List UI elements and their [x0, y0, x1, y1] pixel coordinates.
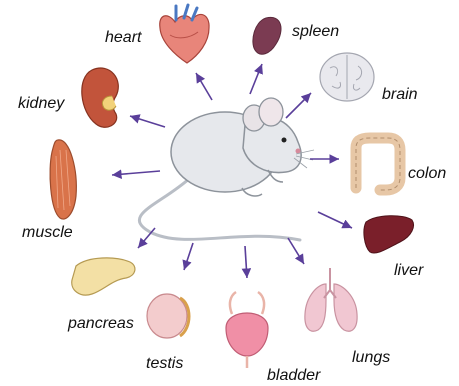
bladder-icon	[226, 313, 268, 356]
lungs-label: lungs	[352, 349, 390, 366]
muscle-organ	[50, 140, 76, 219]
mouse-ear-front	[259, 98, 283, 126]
spleen-organ	[253, 17, 281, 54]
muscle-label: muscle	[22, 224, 73, 241]
arrow-kidney	[130, 116, 165, 127]
brain-organ	[320, 53, 374, 101]
mouse-illustration	[139, 98, 314, 240]
lungs-organ	[305, 268, 357, 331]
arrow-brain	[286, 93, 311, 118]
pancreas-icon	[72, 258, 135, 295]
bladder-organ	[226, 292, 268, 368]
mouse-eye	[282, 138, 287, 143]
kidney-organ	[82, 68, 118, 127]
mouse-nose	[296, 149, 301, 154]
arrow-bladder	[245, 246, 247, 278]
brain-label: brain	[382, 86, 418, 103]
spleen-label: spleen	[292, 23, 339, 40]
liver-organ	[364, 216, 414, 253]
arrow-muscle	[112, 171, 160, 175]
testis-icon	[147, 294, 187, 338]
heart-label: heart	[105, 29, 142, 46]
pancreas-organ	[72, 258, 135, 295]
colon-label: colon	[408, 165, 446, 182]
liver-icon	[364, 216, 414, 253]
colon-icon	[356, 138, 400, 190]
arrow-testis	[184, 243, 193, 270]
testis-organ	[147, 294, 189, 338]
liver-label: liver	[394, 262, 424, 279]
arrow-liver	[318, 212, 352, 228]
arrow-heart	[196, 73, 212, 100]
pancreas-label: pancreas	[67, 315, 134, 332]
heart-icon	[160, 14, 209, 63]
testis-label: testis	[146, 355, 183, 372]
colon-organ	[356, 138, 400, 190]
kidney-label: kidney	[18, 95, 65, 112]
arrow-spleen	[250, 64, 262, 94]
spleen-icon	[253, 17, 281, 54]
bladder-label: bladder	[267, 367, 321, 384]
arrow-lungs	[288, 238, 304, 264]
kidney-icon	[82, 68, 118, 127]
muscle-icon	[50, 140, 76, 219]
heart-organ	[160, 5, 209, 63]
